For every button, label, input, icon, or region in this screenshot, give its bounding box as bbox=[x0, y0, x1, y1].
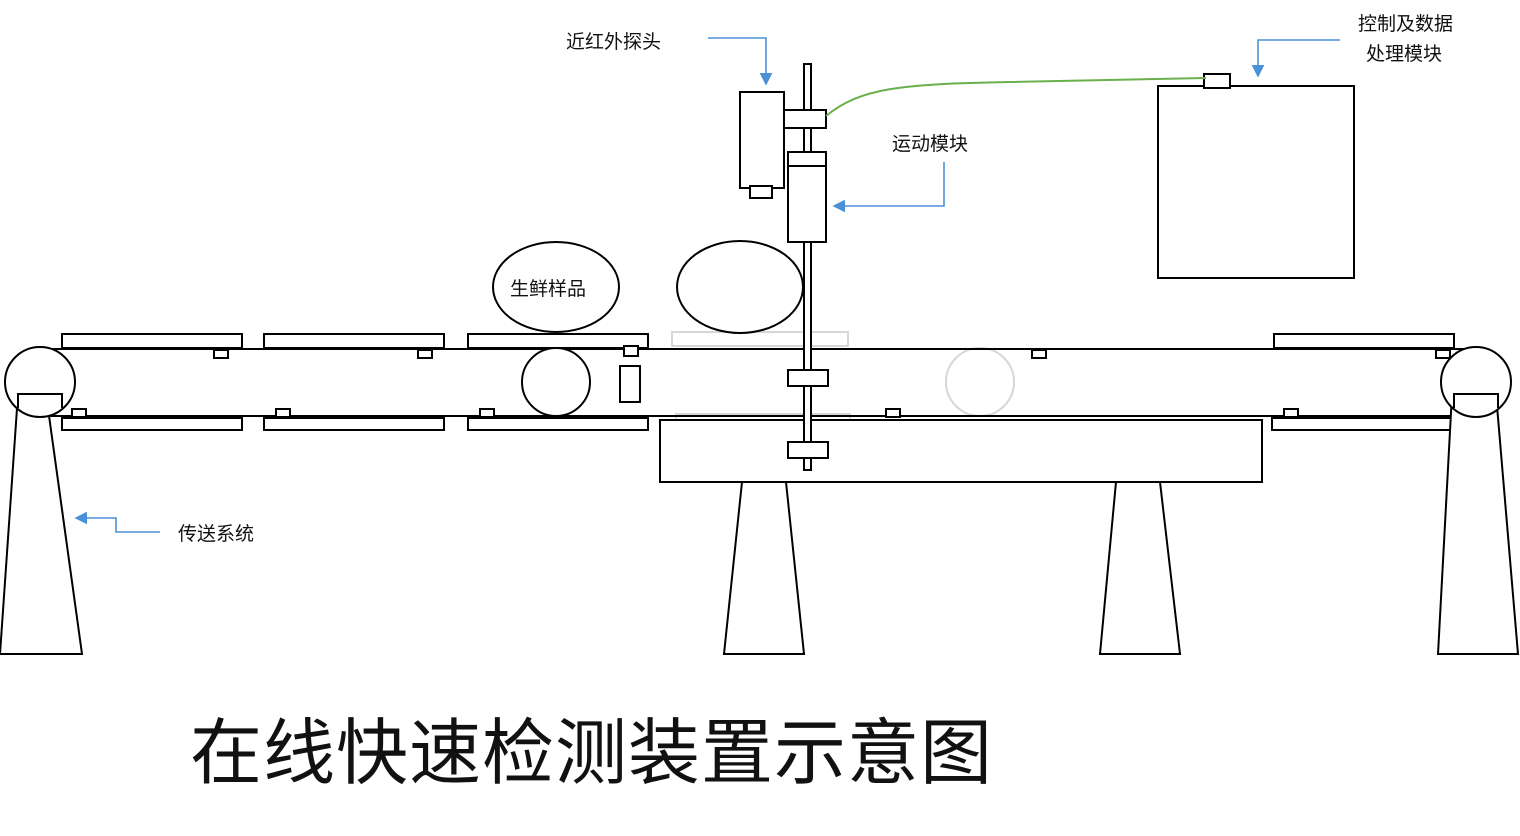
left-roller-bracket bbox=[17, 393, 63, 408]
conveyor-label: 传送系统 bbox=[178, 523, 254, 545]
motion-module-leader bbox=[832, 162, 945, 213]
belt-tab bbox=[275, 408, 291, 418]
belt-plate bbox=[61, 333, 243, 349]
belt-plate bbox=[467, 417, 649, 431]
table-leg bbox=[1098, 481, 1182, 655]
sample-ellipse-2 bbox=[676, 240, 804, 334]
right-roller-bracket bbox=[1453, 393, 1499, 408]
belt-tab bbox=[1031, 349, 1047, 359]
belt-tab bbox=[1435, 349, 1451, 359]
table-leg bbox=[722, 481, 806, 655]
belt-marker bbox=[619, 365, 641, 403]
nir-probe-body bbox=[739, 91, 785, 189]
rod-clamp-top bbox=[783, 109, 827, 129]
belt-plate bbox=[263, 417, 445, 431]
belt-tab bbox=[623, 345, 639, 357]
nir-probe-leader bbox=[708, 37, 773, 86]
table-top bbox=[659, 419, 1263, 483]
belt-tab bbox=[71, 408, 87, 418]
right-roller-assembly bbox=[1436, 346, 1520, 655]
control-module bbox=[1157, 73, 1355, 279]
belt-tab bbox=[885, 408, 901, 418]
left-roller-assembly bbox=[0, 346, 84, 655]
diagram-caption: 在线快速检测装置示意图 bbox=[190, 711, 994, 795]
belt-tab bbox=[1283, 408, 1299, 418]
motion-assembly bbox=[739, 63, 829, 471]
belt-tab bbox=[213, 349, 229, 359]
belt-plate bbox=[467, 333, 649, 349]
control-module-label-line2: 处理模块 bbox=[1366, 43, 1442, 65]
sample-label: 生鲜样品 bbox=[510, 278, 586, 300]
control-module-leader bbox=[1251, 39, 1340, 78]
belt-plate bbox=[1271, 417, 1453, 431]
signal-cable bbox=[825, 77, 1207, 117]
left-leg bbox=[0, 393, 84, 655]
vertical-rod bbox=[803, 63, 812, 471]
motion-module-label: 运动模块 bbox=[892, 133, 968, 155]
belt-plate bbox=[263, 333, 445, 349]
belt-plate bbox=[61, 417, 243, 431]
nir-probe-label: 近红外探头 bbox=[566, 31, 661, 53]
detection-table bbox=[659, 419, 1263, 655]
belt-plate bbox=[1273, 333, 1455, 349]
right-leg bbox=[1436, 393, 1520, 655]
sample-on-belt bbox=[521, 347, 591, 417]
belt-tab bbox=[479, 408, 495, 418]
rod-clamp-low bbox=[787, 441, 829, 459]
sample-ellipse bbox=[492, 241, 620, 333]
nir-probe-tip bbox=[749, 185, 773, 199]
conveyor-leader bbox=[74, 511, 160, 533]
conveyor-belt bbox=[40, 333, 1480, 431]
apparatus-diagram: 近红外探头 控制及数据 处理模块 运动模块 生鲜样品 传送系统 bbox=[0, 13, 1520, 655]
motion-block bbox=[787, 165, 827, 243]
rod-clamp-mid bbox=[787, 369, 829, 387]
belt-tab bbox=[417, 349, 433, 359]
ghost-elements bbox=[671, 331, 1015, 429]
control-connector bbox=[1203, 73, 1231, 89]
control-box bbox=[1157, 85, 1355, 279]
control-module-label-line1: 控制及数据 bbox=[1358, 13, 1453, 35]
